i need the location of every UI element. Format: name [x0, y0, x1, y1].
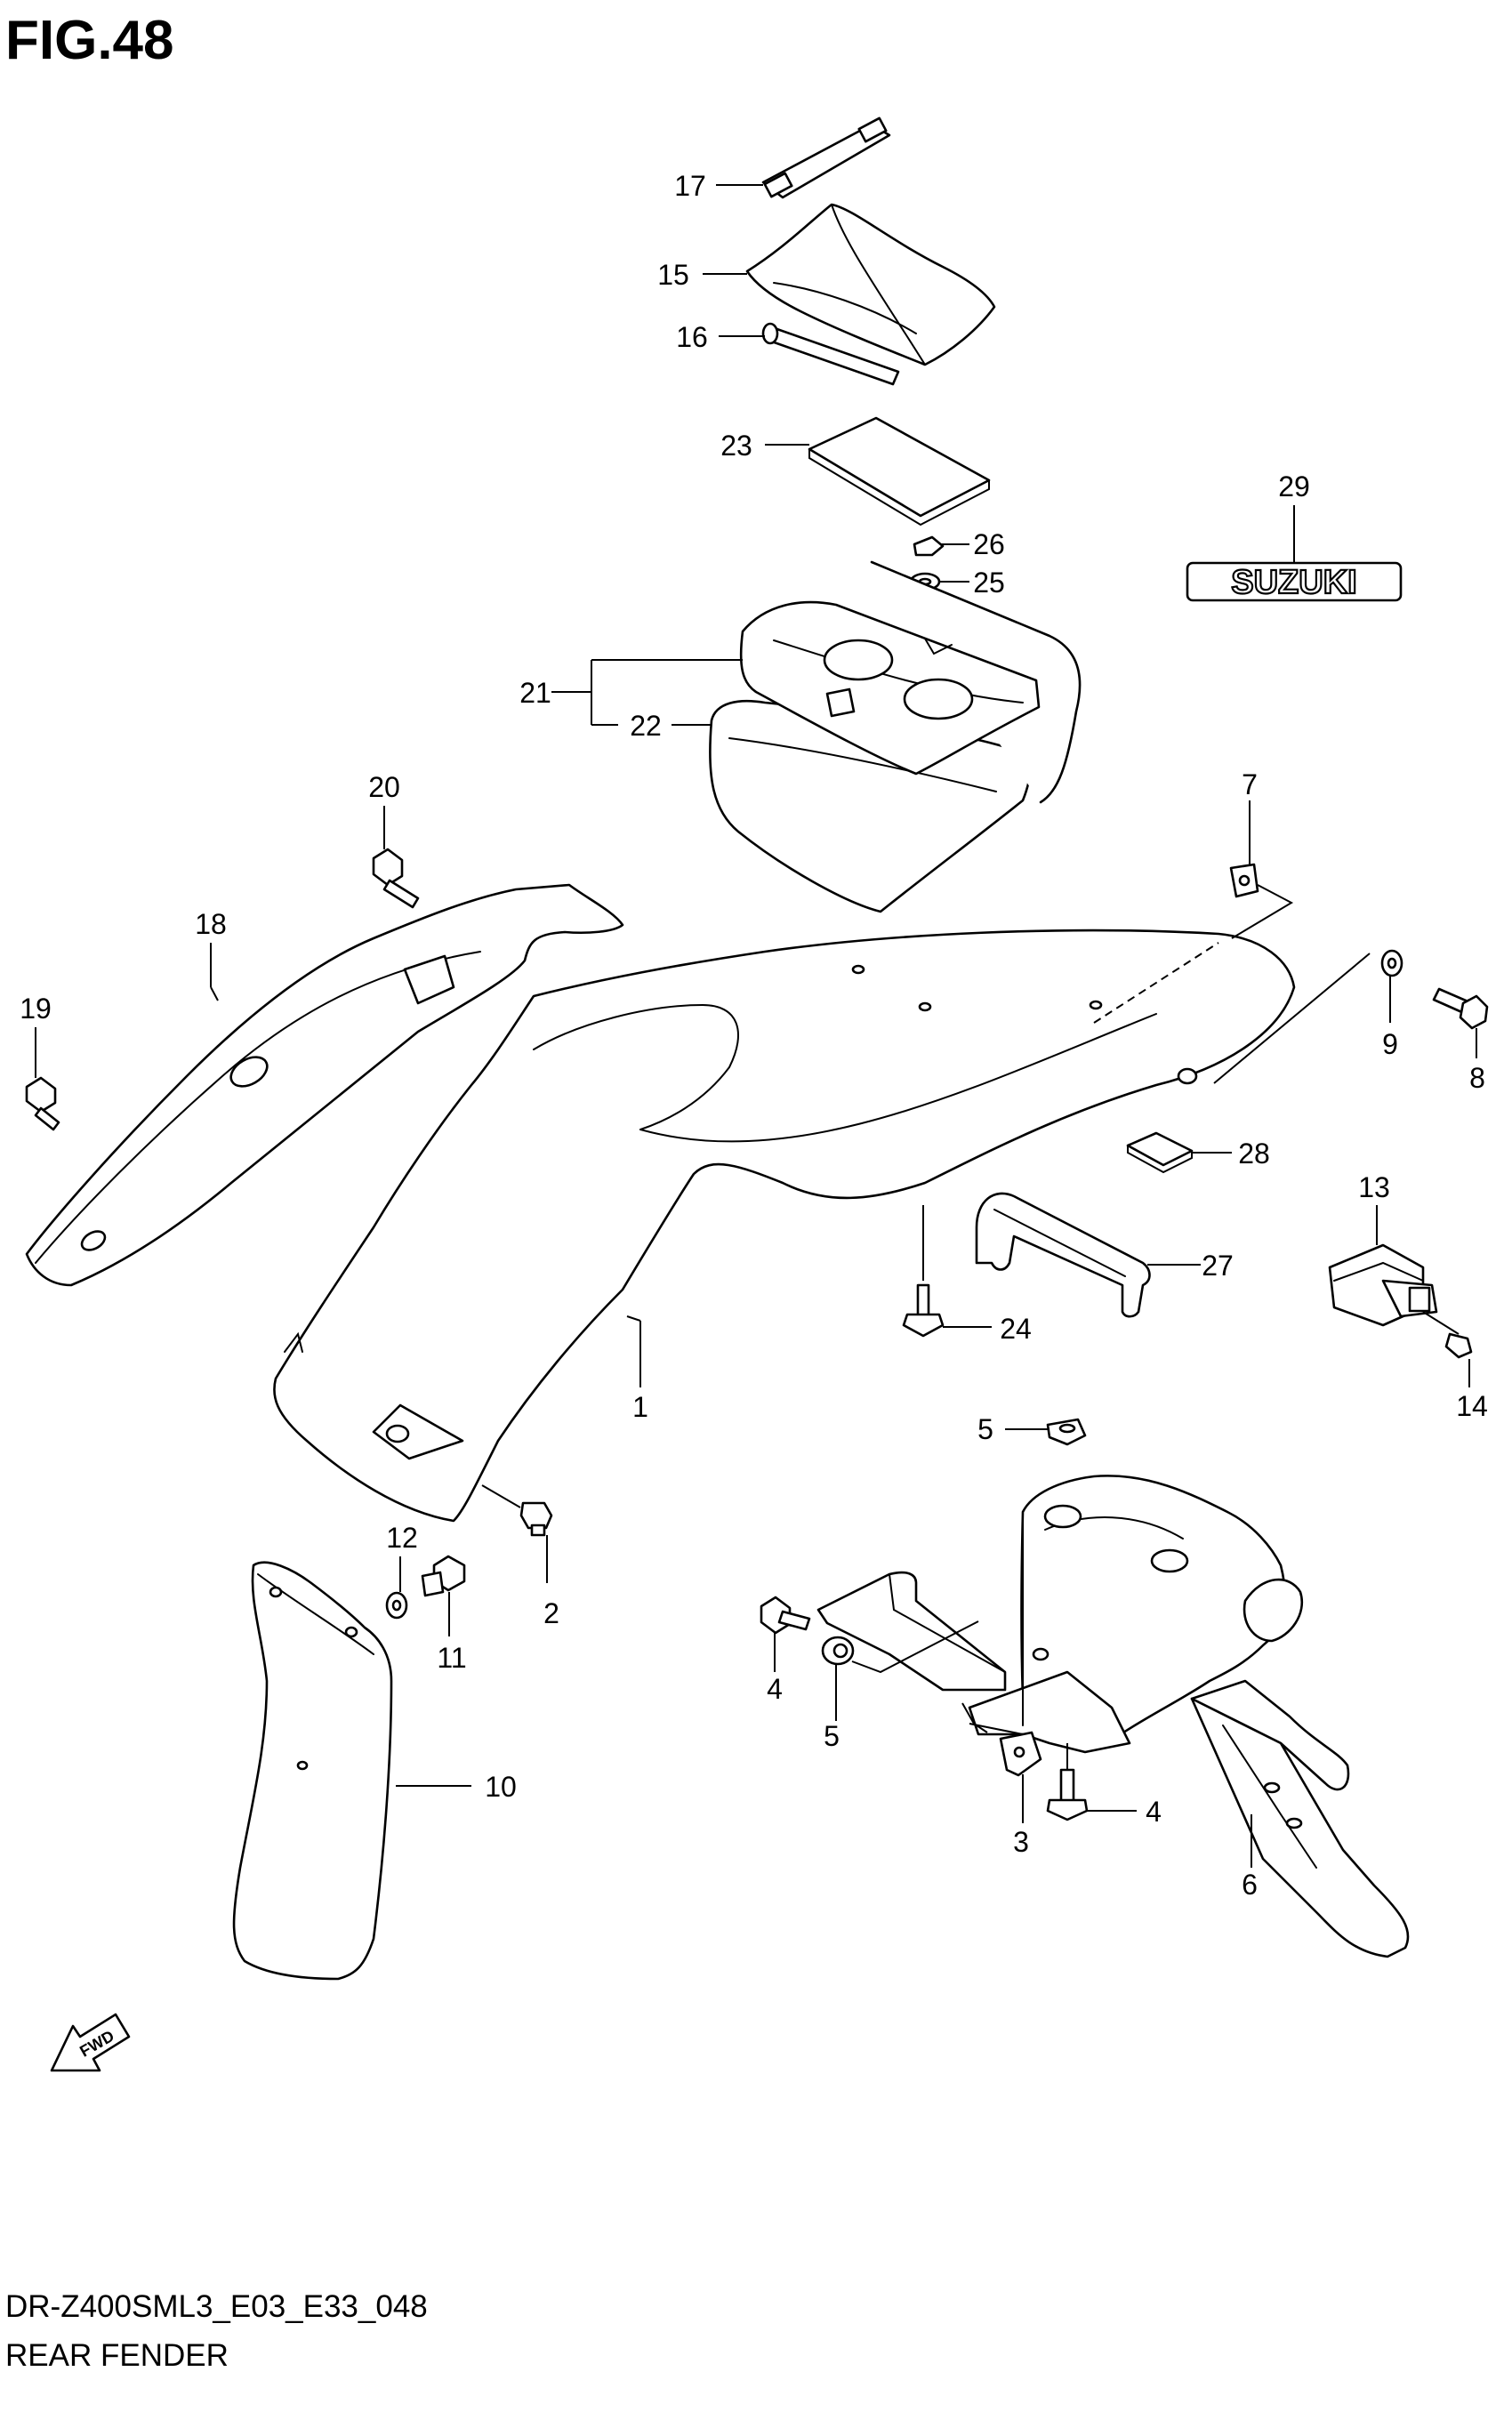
part-13-switch	[1328, 1205, 1438, 1327]
part-14-screw	[1422, 1311, 1473, 1387]
part-10-mud-flap	[232, 1561, 471, 1981]
part-8-bolt	[1432, 987, 1489, 1058]
part-5-grommet-lower	[821, 1620, 979, 1721]
callout-5-lower: 5	[824, 1720, 840, 1752]
callout-19: 19	[20, 993, 52, 1025]
part-4-bolt-left	[760, 1596, 811, 1672]
callout-8: 8	[1469, 1062, 1485, 1094]
figure-title: FIG.48	[5, 10, 174, 71]
callout-13: 13	[1358, 1171, 1390, 1203]
part-23-owner-manual	[765, 416, 991, 527]
part-28-pad	[1126, 1131, 1232, 1174]
part-4-bolt-lower	[1046, 1743, 1137, 1821]
callout-17: 17	[674, 170, 706, 202]
callout-26: 26	[973, 528, 1005, 560]
callout-2: 2	[543, 1597, 559, 1629]
part-21-tool-tray	[739, 600, 1041, 776]
part-17-strap	[716, 117, 891, 199]
callout-4-left: 4	[767, 1673, 783, 1705]
part-7-clip-nut	[1229, 800, 1294, 939]
callout-7: 7	[1242, 768, 1258, 800]
part-27-grab-handle	[975, 1192, 1201, 1318]
part-5-grommet-top	[1005, 1418, 1087, 1446]
callout-24: 24	[1000, 1313, 1032, 1345]
part-20-bolt	[372, 806, 420, 909]
part-3-clip	[969, 1723, 1042, 1823]
part-19-bolt	[25, 1027, 60, 1131]
fwd-direction-arrow: FWD	[50, 2013, 131, 2072]
part-24-screw	[902, 1205, 992, 1338]
callout-3: 3	[1013, 1826, 1029, 1858]
callout-4-lower: 4	[1146, 1796, 1162, 1828]
callout-14: 14	[1456, 1390, 1488, 1422]
callout-23: 23	[720, 430, 752, 462]
part-29-emblem: SUZUKI	[1186, 505, 1403, 602]
callout-20: 20	[368, 771, 400, 803]
part-9-washer	[1213, 949, 1403, 1084]
emblem-text: SUZUKI	[1231, 564, 1356, 601]
callout-5-top: 5	[977, 1413, 993, 1445]
model-code: DR-Z400SML3_E03_E33_048	[5, 2289, 428, 2324]
part-12-washer	[385, 1556, 408, 1620]
part-16-tool	[719, 322, 900, 386]
callout-16: 16	[676, 321, 708, 353]
callout-22: 22	[630, 710, 662, 742]
callout-labels: 1 2 3 4 4 5 5 6 7 8 9 10 11 12 13 14 15 …	[20, 170, 1488, 1901]
part-18-side-cover	[25, 883, 624, 1287]
callout-27: 27	[1202, 1250, 1234, 1282]
part-11-bolt	[421, 1555, 466, 1636]
callout-11: 11	[437, 1642, 466, 1674]
section-name: REAR FENDER	[5, 2338, 229, 2373]
callout-18: 18	[195, 908, 227, 940]
callout-28: 28	[1238, 1138, 1270, 1170]
callout-9: 9	[1382, 1028, 1398, 1060]
callout-10: 10	[485, 1771, 517, 1803]
part-26-nut	[913, 535, 969, 557]
callout-bracket-21-22	[551, 659, 743, 726]
callout-12: 12	[386, 1522, 418, 1554]
part-2-screw	[481, 1484, 553, 1583]
callout-15: 15	[657, 259, 689, 291]
callout-25: 25	[973, 567, 1005, 599]
part-6-fender-bracket	[816, 1475, 1410, 1958]
callout-29: 29	[1278, 470, 1310, 502]
callout-6: 6	[1242, 1869, 1258, 1901]
callout-1: 1	[632, 1391, 648, 1423]
part-1-rear-fender	[273, 929, 1296, 1523]
callout-21: 21	[519, 677, 551, 709]
part-15-tool-bag	[703, 203, 996, 366]
